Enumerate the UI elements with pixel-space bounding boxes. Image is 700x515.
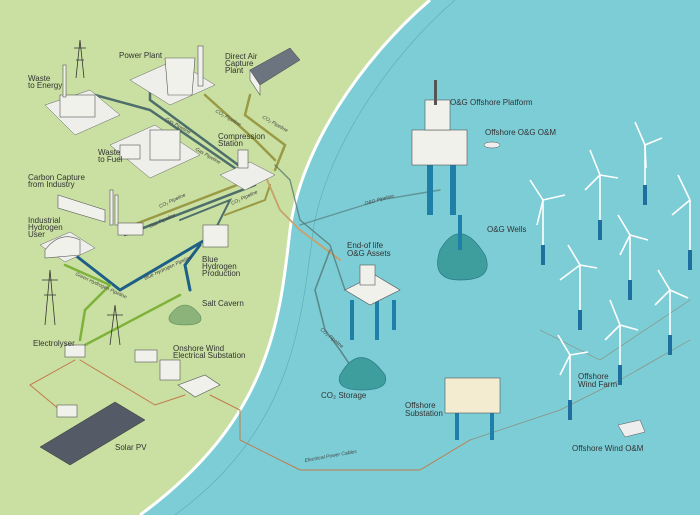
- label-wind-farm-1: Offshore: [578, 372, 609, 381]
- label-og-om: Offshore O&G O&M: [485, 128, 556, 137]
- label-waste-fuel-2: to Fuel: [98, 155, 123, 164]
- solar-pv-array: [39, 401, 146, 466]
- direct-air-capture-plant: [249, 47, 301, 96]
- label-direct-air-capture-3: Plant: [225, 66, 244, 75]
- end-of-life-og-platform: [344, 264, 401, 340]
- label-direct-air-capture-1: Direct Air: [225, 52, 258, 61]
- labels: Power Plant Direct Air Capture Plant Was…: [28, 51, 644, 453]
- industrial-hydrogen-user: [39, 231, 96, 263]
- label-blue-h2-2: Hydrogen: [202, 262, 237, 271]
- label-compression-1: Compression: [218, 132, 265, 141]
- label-carbon-capture-1: Carbon Capture: [28, 173, 85, 182]
- compression-station: [219, 149, 276, 191]
- label-salt-cavern: Salt Cavern: [202, 299, 244, 308]
- label-og-wells: O&G Wells: [487, 225, 526, 234]
- pipelines: [29, 83, 691, 471]
- label-industrial-h2-1: Industrial: [28, 216, 61, 225]
- label-industrial-h2-2: Hydrogen: [28, 223, 63, 232]
- co2-storage: [338, 357, 387, 391]
- label-wind-om: Offshore Wind O&M: [572, 444, 644, 453]
- og-om-vessel: [483, 141, 501, 149]
- carbon-capture-industry: [57, 189, 144, 236]
- label-carbon-capture-2: from Industry: [28, 180, 75, 189]
- co2-pipeline-label: CO₂ Pipeline: [214, 109, 242, 129]
- label-direct-air-capture-2: Capture: [225, 59, 254, 68]
- waste-to-energy-plant: [44, 64, 121, 136]
- og-wells: [437, 215, 488, 281]
- label-onshore-wind-2: Electrical Substation: [173, 351, 245, 360]
- label-og-platform: O&G Offshore Platform: [450, 98, 533, 107]
- offshore-wind-turbines: [529, 121, 692, 420]
- offshore-substation: [444, 377, 501, 440]
- label-end-of-life-2: O&G Assets: [347, 249, 391, 258]
- waste-to-fuel-plant: [109, 124, 201, 179]
- label-end-of-life-1: End-of life: [347, 241, 384, 250]
- power-plant: [129, 45, 216, 106]
- wind-om-vessel: [617, 419, 646, 438]
- label-offshore-substation-1: Offshore: [405, 401, 436, 410]
- label-onshore-wind-1: Onshore Wind: [173, 344, 224, 353]
- label-blue-h2-1: Blue: [202, 255, 219, 264]
- pylons: [42, 39, 123, 346]
- label-offshore-substation-2: Substation: [405, 409, 443, 418]
- label-blue-h2-3: Production: [202, 269, 240, 278]
- label-wind-farm-2: Wind Farm: [578, 380, 617, 389]
- onshore-wind-substation: [134, 349, 221, 398]
- label-waste-energy-2: to Energy: [28, 81, 62, 90]
- label-electrolyser: Electrolyser: [33, 339, 75, 348]
- label-waste-fuel-1: Waste: [98, 148, 121, 157]
- label-co2-storage: CO₂ Storage: [321, 391, 367, 400]
- salt-cavern: [168, 304, 202, 326]
- sea: [140, 0, 700, 515]
- label-solar-pv: Solar PV: [115, 443, 147, 452]
- electrolyser: [64, 344, 86, 358]
- blue-hydrogen-plant: [202, 224, 229, 248]
- shallow-water-line: [174, 0, 456, 515]
- label-compression-2: Station: [218, 139, 243, 148]
- label-power-plant: Power Plant: [119, 51, 163, 60]
- label-industrial-h2-3: User: [28, 230, 45, 239]
- label-waste-energy-1: Waste: [28, 74, 51, 83]
- og-offshore-platform: [411, 80, 468, 215]
- shoreline: [139, 0, 431, 515]
